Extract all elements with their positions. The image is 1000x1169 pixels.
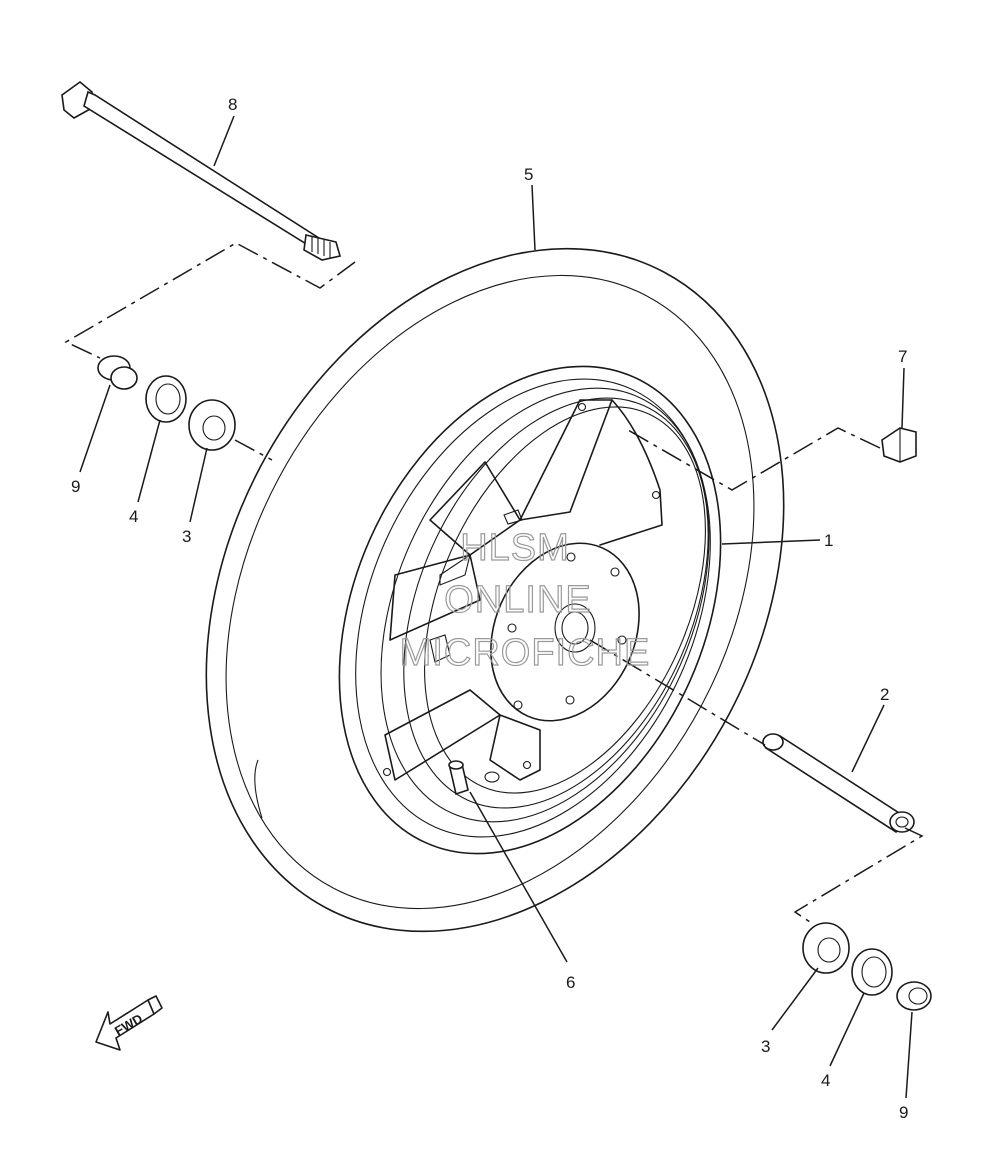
callout-4-right: 4 bbox=[821, 1071, 830, 1090]
assembly-lines bbox=[64, 242, 924, 923]
right-oil-seal-4 bbox=[851, 948, 893, 996]
hub bbox=[382, 402, 661, 777]
watermark-line-2: ONLINE bbox=[444, 579, 591, 621]
callout-numbers: 8 5 7 1 2 9 4 3 6 3 4 9 bbox=[71, 95, 908, 1122]
callout-9-left: 9 bbox=[71, 477, 80, 496]
watermark: HLSM ONLINE MICROFICHE bbox=[399, 526, 651, 674]
axle bbox=[61, 80, 342, 261]
rim bbox=[338, 365, 722, 855]
right-bearing-3 bbox=[802, 922, 850, 974]
left-collar-9 bbox=[97, 355, 138, 390]
callout-8: 8 bbox=[228, 95, 237, 114]
callout-9-right: 9 bbox=[899, 1103, 908, 1122]
valve-stem bbox=[448, 760, 500, 796]
callout-4-left: 4 bbox=[129, 507, 138, 526]
callout-7: 7 bbox=[898, 347, 907, 366]
watermark-line-1: HLSM bbox=[460, 527, 570, 569]
callout-6: 6 bbox=[566, 973, 575, 992]
tire bbox=[205, 247, 785, 933]
left-oil-seal-4 bbox=[145, 375, 187, 423]
collar bbox=[762, 733, 915, 833]
callout-1: 1 bbox=[824, 531, 833, 550]
forward-direction-arrow: FWD bbox=[95, 995, 163, 1051]
fwd-label: FWD bbox=[112, 1011, 145, 1039]
right-collar-9 bbox=[896, 981, 932, 1011]
callout-3-right: 3 bbox=[761, 1037, 770, 1056]
callout-3-left: 3 bbox=[182, 527, 191, 546]
callout-5: 5 bbox=[524, 165, 533, 184]
spokes bbox=[384, 399, 663, 781]
left-bearing-3 bbox=[188, 399, 236, 451]
leader-lines bbox=[79, 115, 913, 1099]
watermark-line-3: MICROFICHE bbox=[400, 632, 651, 674]
balance-weight-clip bbox=[881, 427, 917, 463]
callout-2: 2 bbox=[880, 685, 889, 704]
